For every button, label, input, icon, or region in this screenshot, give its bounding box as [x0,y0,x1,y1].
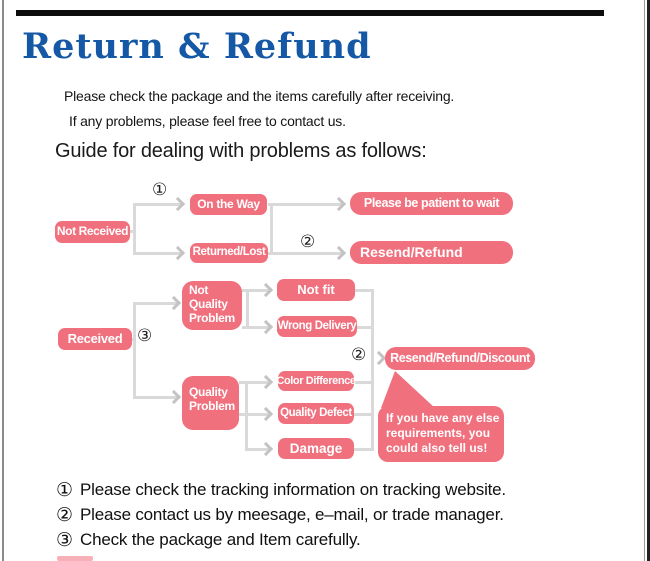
connector-line [125,230,135,233]
connector-line [354,413,374,416]
connector-line [133,302,136,399]
node-resend-refund-discount: Resend/Refund/Discount [385,347,535,370]
node-not-received: Not Received [55,221,130,243]
connector-line [242,289,271,292]
right-border-thick [647,0,650,561]
top-divider-bar [16,10,604,16]
right-border-thin [644,0,645,561]
note-text: Check the package and Item carefully. [80,530,361,549]
connector-line [133,203,181,206]
node-not-quality-problem: Not Quality Problem [182,281,242,330]
marker-1-icon: ① [152,180,168,200]
node-resend-refund: Resend/Refund [350,241,513,264]
connector-line [356,326,374,329]
connector-line [371,289,374,451]
note-marker-icon: ① [56,478,74,501]
node-quality-problem: Quality Problem [182,376,239,430]
speech-bubble-tail [381,371,435,408]
connector-line [133,203,136,255]
connector-line [354,381,374,384]
connector-line [239,413,271,416]
connector-line [239,381,271,384]
intro-line-2: If any problems, please feel free to con… [69,113,346,129]
connector-line [355,289,374,292]
arrowhead-icon [258,282,274,298]
connector-line [246,289,249,328]
connector-line [245,448,271,451]
note-item: ① Please check the tracking information … [56,480,506,500]
arrowhead-icon [166,389,182,405]
left-border [2,0,4,561]
connector-line [128,338,136,341]
connector-line [268,203,343,206]
node-returned-lost: Returned/Lost [190,243,268,263]
arrowhead-icon [166,295,182,311]
arrowhead-icon [331,196,347,212]
cropped-pink-bar [57,556,93,561]
arrowhead-icon [170,196,186,212]
connector-line [242,326,271,329]
marker-3-icon: ③ [137,326,153,346]
page-title: Return & Refund [22,26,372,67]
connector-line [133,252,181,255]
guide-heading: Guide for dealing with problems as follo… [55,140,427,162]
connector-line [133,396,178,399]
marker-2-icon: ② [351,345,367,365]
intro-line-1: Please check the package and the items c… [64,88,455,104]
note-marker-icon: ③ [56,528,74,551]
node-damage: Damage [278,438,354,459]
connector-line [133,302,178,305]
node-wrong-delivery: Wrong Delivery [277,316,357,337]
note-text: Please check the tracking information on… [80,480,506,499]
node-color-difference: Color Difference [276,371,356,391]
node-be-patient: Please be patient to wait [350,192,513,215]
arrowhead-icon [258,441,274,457]
note-item: ③ Check the package and Item carefully. [56,530,361,550]
node-on-the-way: On the Way [190,194,267,215]
node-not-fit: Not fit [277,279,355,301]
arrowhead-icon [258,374,274,390]
arrowhead-icon [258,319,274,335]
connector-line [268,252,343,255]
connector-line [270,203,273,254]
note-item: ② Please contact us by meesage, e–mail, … [56,505,504,525]
note-text: Please contact us by meesage, e–mail, or… [80,505,504,524]
marker-2-icon: ② [300,232,316,252]
arrowhead-icon [371,350,387,366]
arrowhead-icon [170,245,186,261]
note-marker-icon: ② [56,503,74,526]
node-quality-defect: Quality Defect [278,403,354,424]
connector-line [354,448,374,451]
arrowhead-icon [258,406,274,422]
node-received: Received [58,328,132,350]
arrowhead-icon [331,245,347,261]
speech-bubble: If you have any else requirements, you c… [378,406,504,462]
